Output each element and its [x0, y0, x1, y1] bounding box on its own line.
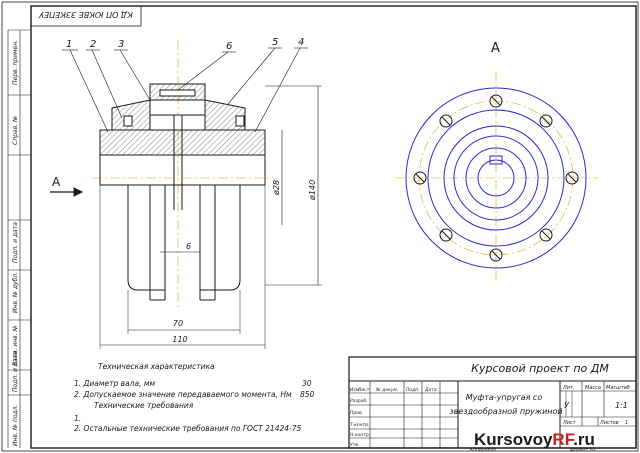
side-stamp-7: Инв. № подл. — [12, 405, 19, 446]
format-label: Формат А3 — [570, 447, 596, 453]
row-razrab: Разраб. — [350, 398, 368, 404]
side-stamp-3: Подп. и дата — [12, 222, 19, 263]
title-block — [348, 356, 637, 449]
part-number-2: 2 — [90, 39, 96, 50]
side-stamp-2: Справ. № — [12, 116, 19, 145]
specs-line1-label: 1. Диаметр вала, мм — [74, 379, 155, 388]
side-stamp-5: Взам. инв. № — [12, 325, 19, 366]
sheets-label: Листов — [599, 420, 619, 426]
sheets-count: 1 — [625, 420, 628, 426]
col-scale: Масштаб — [606, 385, 630, 391]
row-tkontr: Т.контр. — [350, 422, 370, 428]
side-stamp-4: Инв. № дубл. — [12, 272, 19, 313]
dim-width-inner: 70 — [173, 319, 183, 328]
part-number-4: 4 — [298, 37, 304, 48]
th-podp: Подп. — [406, 387, 420, 393]
inner-frame — [30, 5, 637, 449]
th-data: Дата — [424, 387, 437, 393]
dim-d-small: ø28 — [272, 180, 281, 196]
specs-heading: Техническая характеристика — [98, 362, 215, 371]
part-number-1: 1 — [66, 39, 72, 50]
row-nkontr: Н.контр. — [350, 432, 370, 438]
specs-req1: 1. — [74, 414, 81, 423]
specs-line2-value: 850 — [300, 390, 315, 399]
scale-value: 1:1 — [615, 401, 628, 410]
watermark-part2: RF — [552, 430, 574, 449]
corner-stamp-text: КД ОП ЮКВЕ ЗЗКЕПЕУ — [38, 10, 133, 19]
side-stamp-column — [7, 29, 31, 448]
part-number-5: 5 — [272, 37, 278, 48]
dim-d-large: ø140 — [308, 180, 317, 201]
corner-stamp-box — [30, 5, 142, 27]
col-mass: Масса — [585, 385, 601, 391]
watermark-part1: Kursovoy — [474, 430, 553, 449]
view-label: А — [491, 41, 500, 56]
side-stamp-6: Подп. и дата — [12, 351, 19, 392]
section-view — [50, 40, 322, 349]
specs-req2: 2. Остальные технические требования по Г… — [74, 424, 301, 433]
th-list: Лист — [357, 387, 370, 393]
site-watermark: KursovoyRF.ru — [474, 430, 595, 449]
part-number-3: 3 — [118, 39, 124, 50]
kopiroval-label: Копировал — [470, 447, 496, 453]
col-lit: Лит. — [562, 385, 575, 391]
th-izm: Изм. — [350, 387, 361, 393]
drawing-name-1: Муфта-упругая со — [466, 393, 543, 402]
dim-gap: 6 — [186, 242, 191, 251]
specs-line1-value: 30 — [302, 379, 312, 388]
th-ndoc: № докум. — [375, 387, 398, 393]
row-utv: Утв. — [350, 442, 359, 448]
part-number-6: 6 — [226, 41, 232, 52]
mark-u: У — [564, 401, 570, 410]
section-arrow-label: А — [52, 175, 61, 189]
watermark-part3: .ru — [573, 430, 595, 449]
side-stamp-1: Перв. примен. — [12, 40, 19, 85]
drawing-name-2: звездообразной пружиной — [449, 407, 562, 416]
project-title: Курсовой проект по ДМ — [471, 362, 609, 375]
specs-line2-label: 2. Допускаемое значение передаваемого мо… — [74, 390, 292, 399]
end-view — [395, 72, 598, 282]
specs-req-heading: Технические требования — [94, 401, 194, 410]
dim-width-total: 110 — [172, 335, 187, 344]
svg-text:KursovoyRF.ru: KursovoyRF.ru — [474, 430, 595, 449]
sheet-label: Лист — [562, 420, 577, 426]
row-prov: Пров. — [350, 410, 363, 416]
